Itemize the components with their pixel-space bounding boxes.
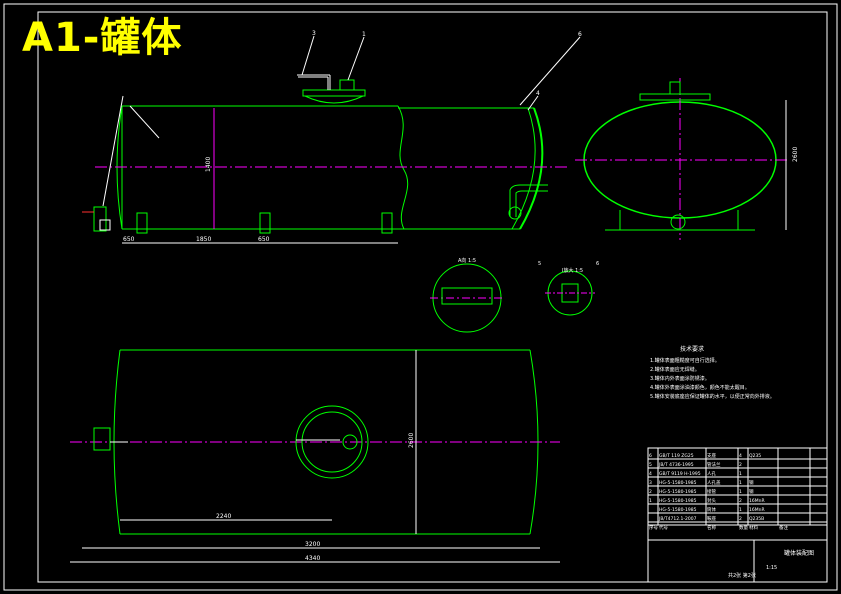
bom-cell: 接管	[707, 488, 716, 495]
bom-cell: 4	[649, 471, 652, 477]
bom-cell: 管法兰	[707, 461, 721, 468]
bom-cell: JB/T 4736-1995	[658, 462, 694, 468]
technical-notes: 技术要求 1.罐体表面粗糙度可自行选择。 2.罐体表面应无焊缝。 3.罐体内外表…	[650, 345, 775, 400]
bom-cell: 2	[739, 516, 742, 522]
bom-cell: 钢	[749, 479, 754, 486]
end-view: 2600	[575, 78, 799, 240]
bom-cell: 钢	[749, 488, 754, 495]
drawing-name: 罐体装配图	[784, 549, 814, 557]
bom-cell: 1	[649, 498, 652, 504]
bom-cell: Q235B	[749, 516, 764, 522]
bom-cell: 1	[739, 480, 742, 486]
bom-cell: Q235	[749, 453, 761, 459]
title-block: 6 GB/T 119 ZG25 支座 4 Q235 5 JB/T 4736-1995 管法兰 2…	[647, 447, 828, 583]
inner-border	[37, 11, 828, 583]
bom-cell: 封头	[707, 497, 716, 504]
bom-cell: 1	[739, 489, 742, 495]
bom-cell: 1	[739, 471, 742, 477]
dim-650-right: 650	[258, 236, 270, 243]
bom-cell: 16MnR	[749, 498, 765, 504]
dim-2600-plan: 2600	[408, 433, 415, 448]
bom-cell: 1	[739, 507, 742, 513]
bom-cell: HG-5-1580-1985	[659, 498, 697, 504]
plan-view: 2600 2240 3200 4340	[70, 349, 560, 563]
bom-cell: 6	[649, 453, 652, 459]
notes-line-2: 2.罐体表面应无焊缝。	[650, 366, 700, 373]
bom-header-cell: 名称	[707, 524, 716, 531]
bom-cell: HG-5-1580-1985	[659, 507, 697, 513]
notes-line-5: 5.罐体安装底座应保证罐体的水平，以便正常向外排液。	[650, 393, 775, 400]
section-a-label: A向 1:5	[458, 257, 476, 264]
bom-header-cell: 代号	[659, 524, 668, 531]
dim-4340-total: 4340	[305, 555, 320, 562]
bom-cell: 鞍座	[707, 515, 716, 522]
bom-cell: HG-5-1580-1985	[659, 480, 697, 486]
dim-650: 650	[123, 236, 135, 243]
side-view: 1400 650 1850 650 3 1 6 4	[82, 30, 582, 244]
detail-i: I放大 1:5 5 6	[538, 261, 599, 316]
page-title: A1-罐体	[22, 15, 183, 61]
balloon-6-top: 6	[578, 31, 582, 38]
dim-2240-plan: 2240	[216, 513, 231, 520]
balloon-4: 4	[536, 90, 540, 97]
dim-3200-overall: 3200	[305, 541, 320, 548]
dim-1400-side: 1400	[205, 157, 212, 172]
notes-line-3: 3.罐体内外表面涂防锈漆。	[650, 375, 710, 382]
bom-cell: 2	[649, 489, 652, 495]
bom-cell: GB/T 119 ZG25	[659, 453, 694, 459]
notes-line-1: 1.罐体表面粗糙度可自行选择。	[650, 357, 720, 364]
scale-value: 1:15	[766, 565, 777, 571]
balloon-5: 5	[538, 261, 541, 267]
bom-cell: 5	[649, 462, 652, 468]
bom-cell: 筒体	[707, 506, 716, 513]
bom-header-cell: 序号	[649, 524, 658, 531]
outer-border	[3, 3, 838, 591]
bom-cell: 16MnR	[749, 507, 765, 513]
bom-cell: 人孔	[707, 470, 716, 477]
bom-header-cell: 备注	[779, 524, 788, 531]
sheet-info: 共2张 第2张	[728, 572, 756, 579]
bom-cell: 人孔盖	[707, 479, 721, 486]
balloon-3: 3	[312, 30, 316, 37]
bom-header-cell: 数量	[739, 524, 748, 531]
balloon-6-detail: 6	[596, 261, 599, 267]
bom-cell: 4	[739, 453, 742, 459]
bom-header-cell: 材料	[749, 524, 758, 531]
bom-cell: GB/T 9119 H-1995	[659, 471, 701, 477]
notes-heading: 技术要求	[680, 345, 704, 353]
bom-cell: 支座	[707, 452, 716, 459]
notes-line-4: 4.罐体外表面涂油漆颜色，颜色不能太醒目。	[650, 384, 750, 391]
balloon-1: 1	[362, 31, 366, 38]
detail-i-label: I放大 1:5	[562, 267, 583, 274]
dim-1850: 1850	[196, 236, 211, 243]
dim-2600-end: 2600	[792, 147, 799, 162]
bom-cell: JB/T4712.1-2007	[658, 516, 697, 522]
bom-cell: 3	[649, 480, 652, 486]
bom-cell: 2	[739, 498, 742, 504]
section-a: A向 1:5	[430, 257, 504, 333]
bom-cell: 2	[739, 462, 742, 468]
bom-cell: HG-5-1580-1985	[659, 489, 697, 495]
